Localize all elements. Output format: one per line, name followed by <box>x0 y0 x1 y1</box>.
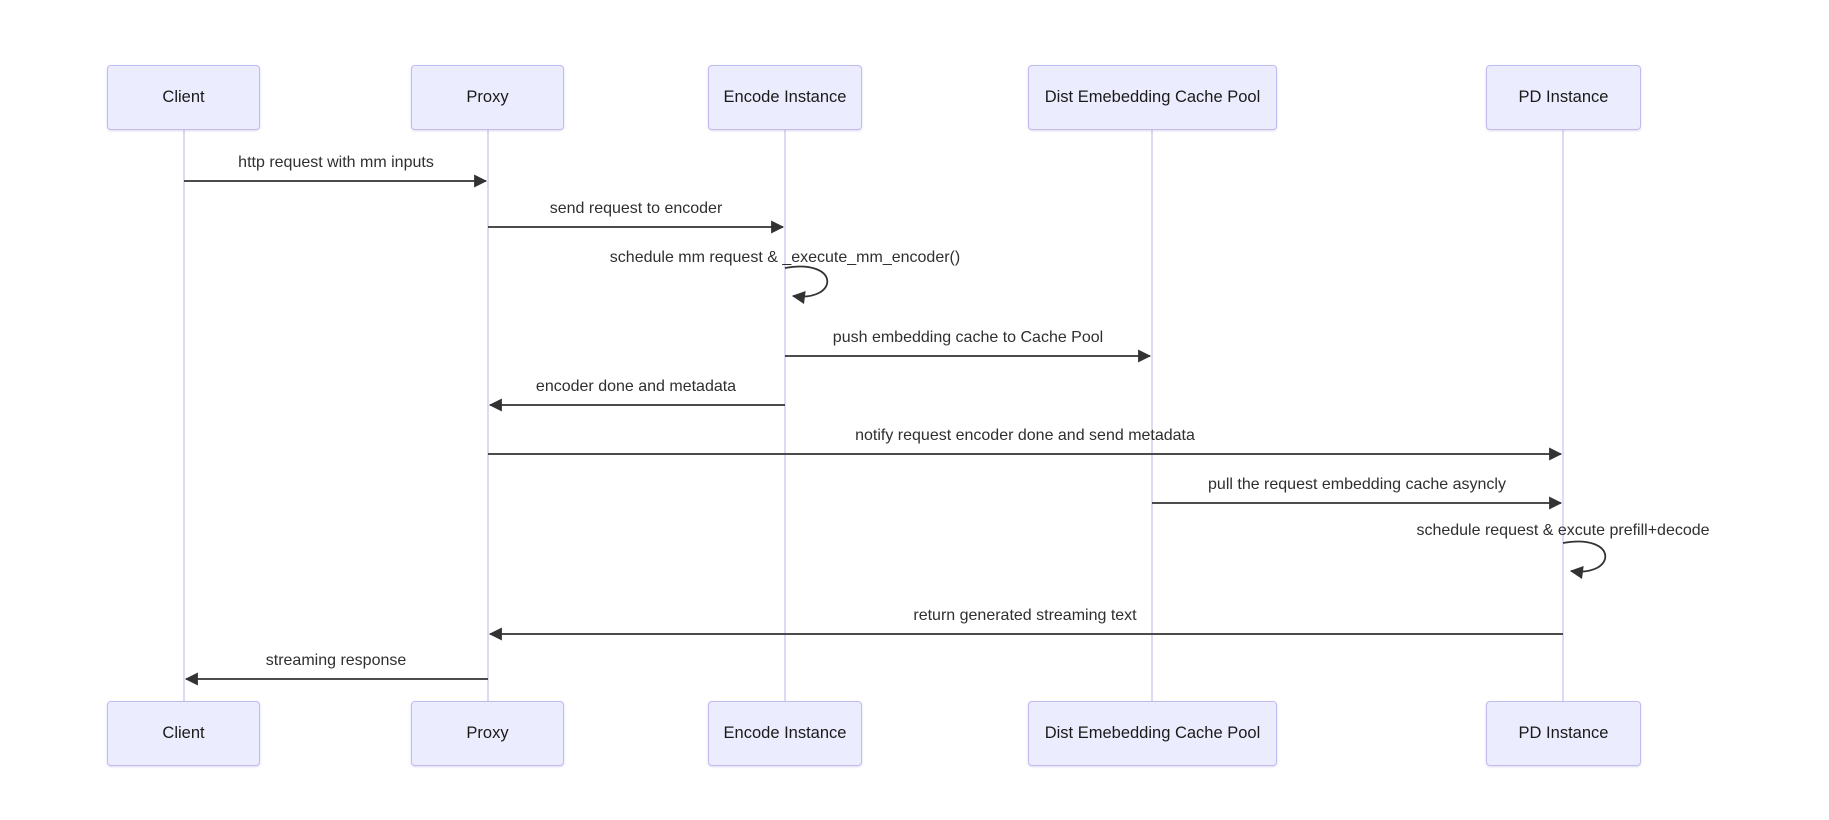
actor-bottom-proxy: Proxy <box>411 701 564 766</box>
message-label-1: http request with mm inputs <box>238 154 434 171</box>
actor-label: Encode Instance <box>723 88 847 106</box>
message-label-3: schedule mm request & _execute_mm_encode… <box>609 249 961 266</box>
actor-label: Proxy <box>466 724 509 742</box>
actor-top-encode-instance: Encode Instance <box>708 65 862 130</box>
actor-label: Client <box>162 724 205 742</box>
actor-bottom-client: Client <box>107 701 260 766</box>
message-self-loop-8 <box>1562 540 1607 579</box>
actor-bottom-pd-instance: PD Instance <box>1486 701 1641 766</box>
actor-top-dist-embedding-cache-pool: Dist Emebedding Cache Pool <box>1028 65 1277 130</box>
message-self-loop-3 <box>784 265 829 304</box>
actor-label: Dist Emebedding Cache Pool <box>1044 724 1261 742</box>
message-label-6: notify request encoder done and send met… <box>855 427 1195 444</box>
actor-bottom-encode-instance: Encode Instance <box>708 701 862 766</box>
actor-bottom-dist-embedding-cache-pool: Dist Emebedding Cache Pool <box>1028 701 1277 766</box>
message-label-7: pull the request embedding cache asyncly <box>1208 476 1506 493</box>
actor-top-client: Client <box>107 65 260 130</box>
message-label-8: schedule request & excute prefill+decode <box>1416 522 1710 539</box>
message-label-9: return generated streaming text <box>913 607 1137 624</box>
message-label-2: send request to encoder <box>549 200 723 217</box>
actor-top-proxy: Proxy <box>411 65 564 130</box>
actor-label: Encode Instance <box>723 724 847 742</box>
actor-label: PD Instance <box>1518 88 1609 106</box>
message-label-5: encoder done and metadata <box>535 378 737 395</box>
actor-top-pd-instance: PD Instance <box>1486 65 1641 130</box>
actor-label: Dist Emebedding Cache Pool <box>1044 88 1261 106</box>
actor-label: Proxy <box>466 88 509 106</box>
actor-label: Client <box>162 88 205 106</box>
message-label-10: streaming response <box>265 652 407 669</box>
message-label-4: push embedding cache to Cache Pool <box>832 329 1104 346</box>
actor-label: PD Instance <box>1518 724 1609 742</box>
